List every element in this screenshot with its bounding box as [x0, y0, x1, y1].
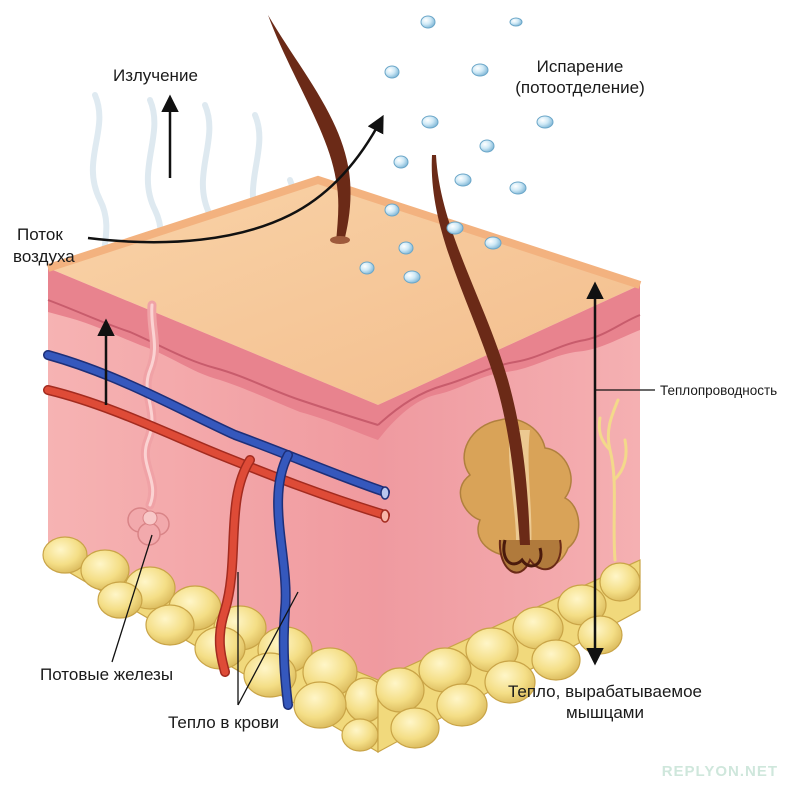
radiation-label: Излучение — [113, 66, 198, 85]
leader-lines — [111, 389, 655, 706]
sweat-glands-label: Потовые железы — [40, 665, 173, 684]
airflow-label: Поток — [17, 225, 63, 244]
artery — [43, 385, 390, 677]
hair-shafts — [268, 15, 543, 568]
muscle-heat-sublabel: мышцами — [566, 703, 644, 722]
evaporation-sublabel: (потоотделение) — [515, 78, 644, 97]
watermark: REPLYON.NET — [662, 763, 778, 780]
airflow-arrow — [87, 114, 384, 244]
sweat-droplets — [359, 15, 554, 284]
conduction-label: Теплопроводность — [660, 383, 777, 398]
muscle-heat-label: Тепло, вырабатываемое — [508, 682, 702, 701]
airflow-sublabel: воздуха — [13, 247, 75, 266]
vein — [43, 350, 390, 710]
sweat-gland — [127, 300, 170, 546]
evaporation-label: Испарение — [537, 57, 624, 76]
fat-layer-left — [42, 536, 386, 754]
arrows — [87, 94, 604, 666]
blood-heat-label: Тепло в крови — [168, 713, 279, 732]
epidermis-left — [48, 268, 378, 440]
